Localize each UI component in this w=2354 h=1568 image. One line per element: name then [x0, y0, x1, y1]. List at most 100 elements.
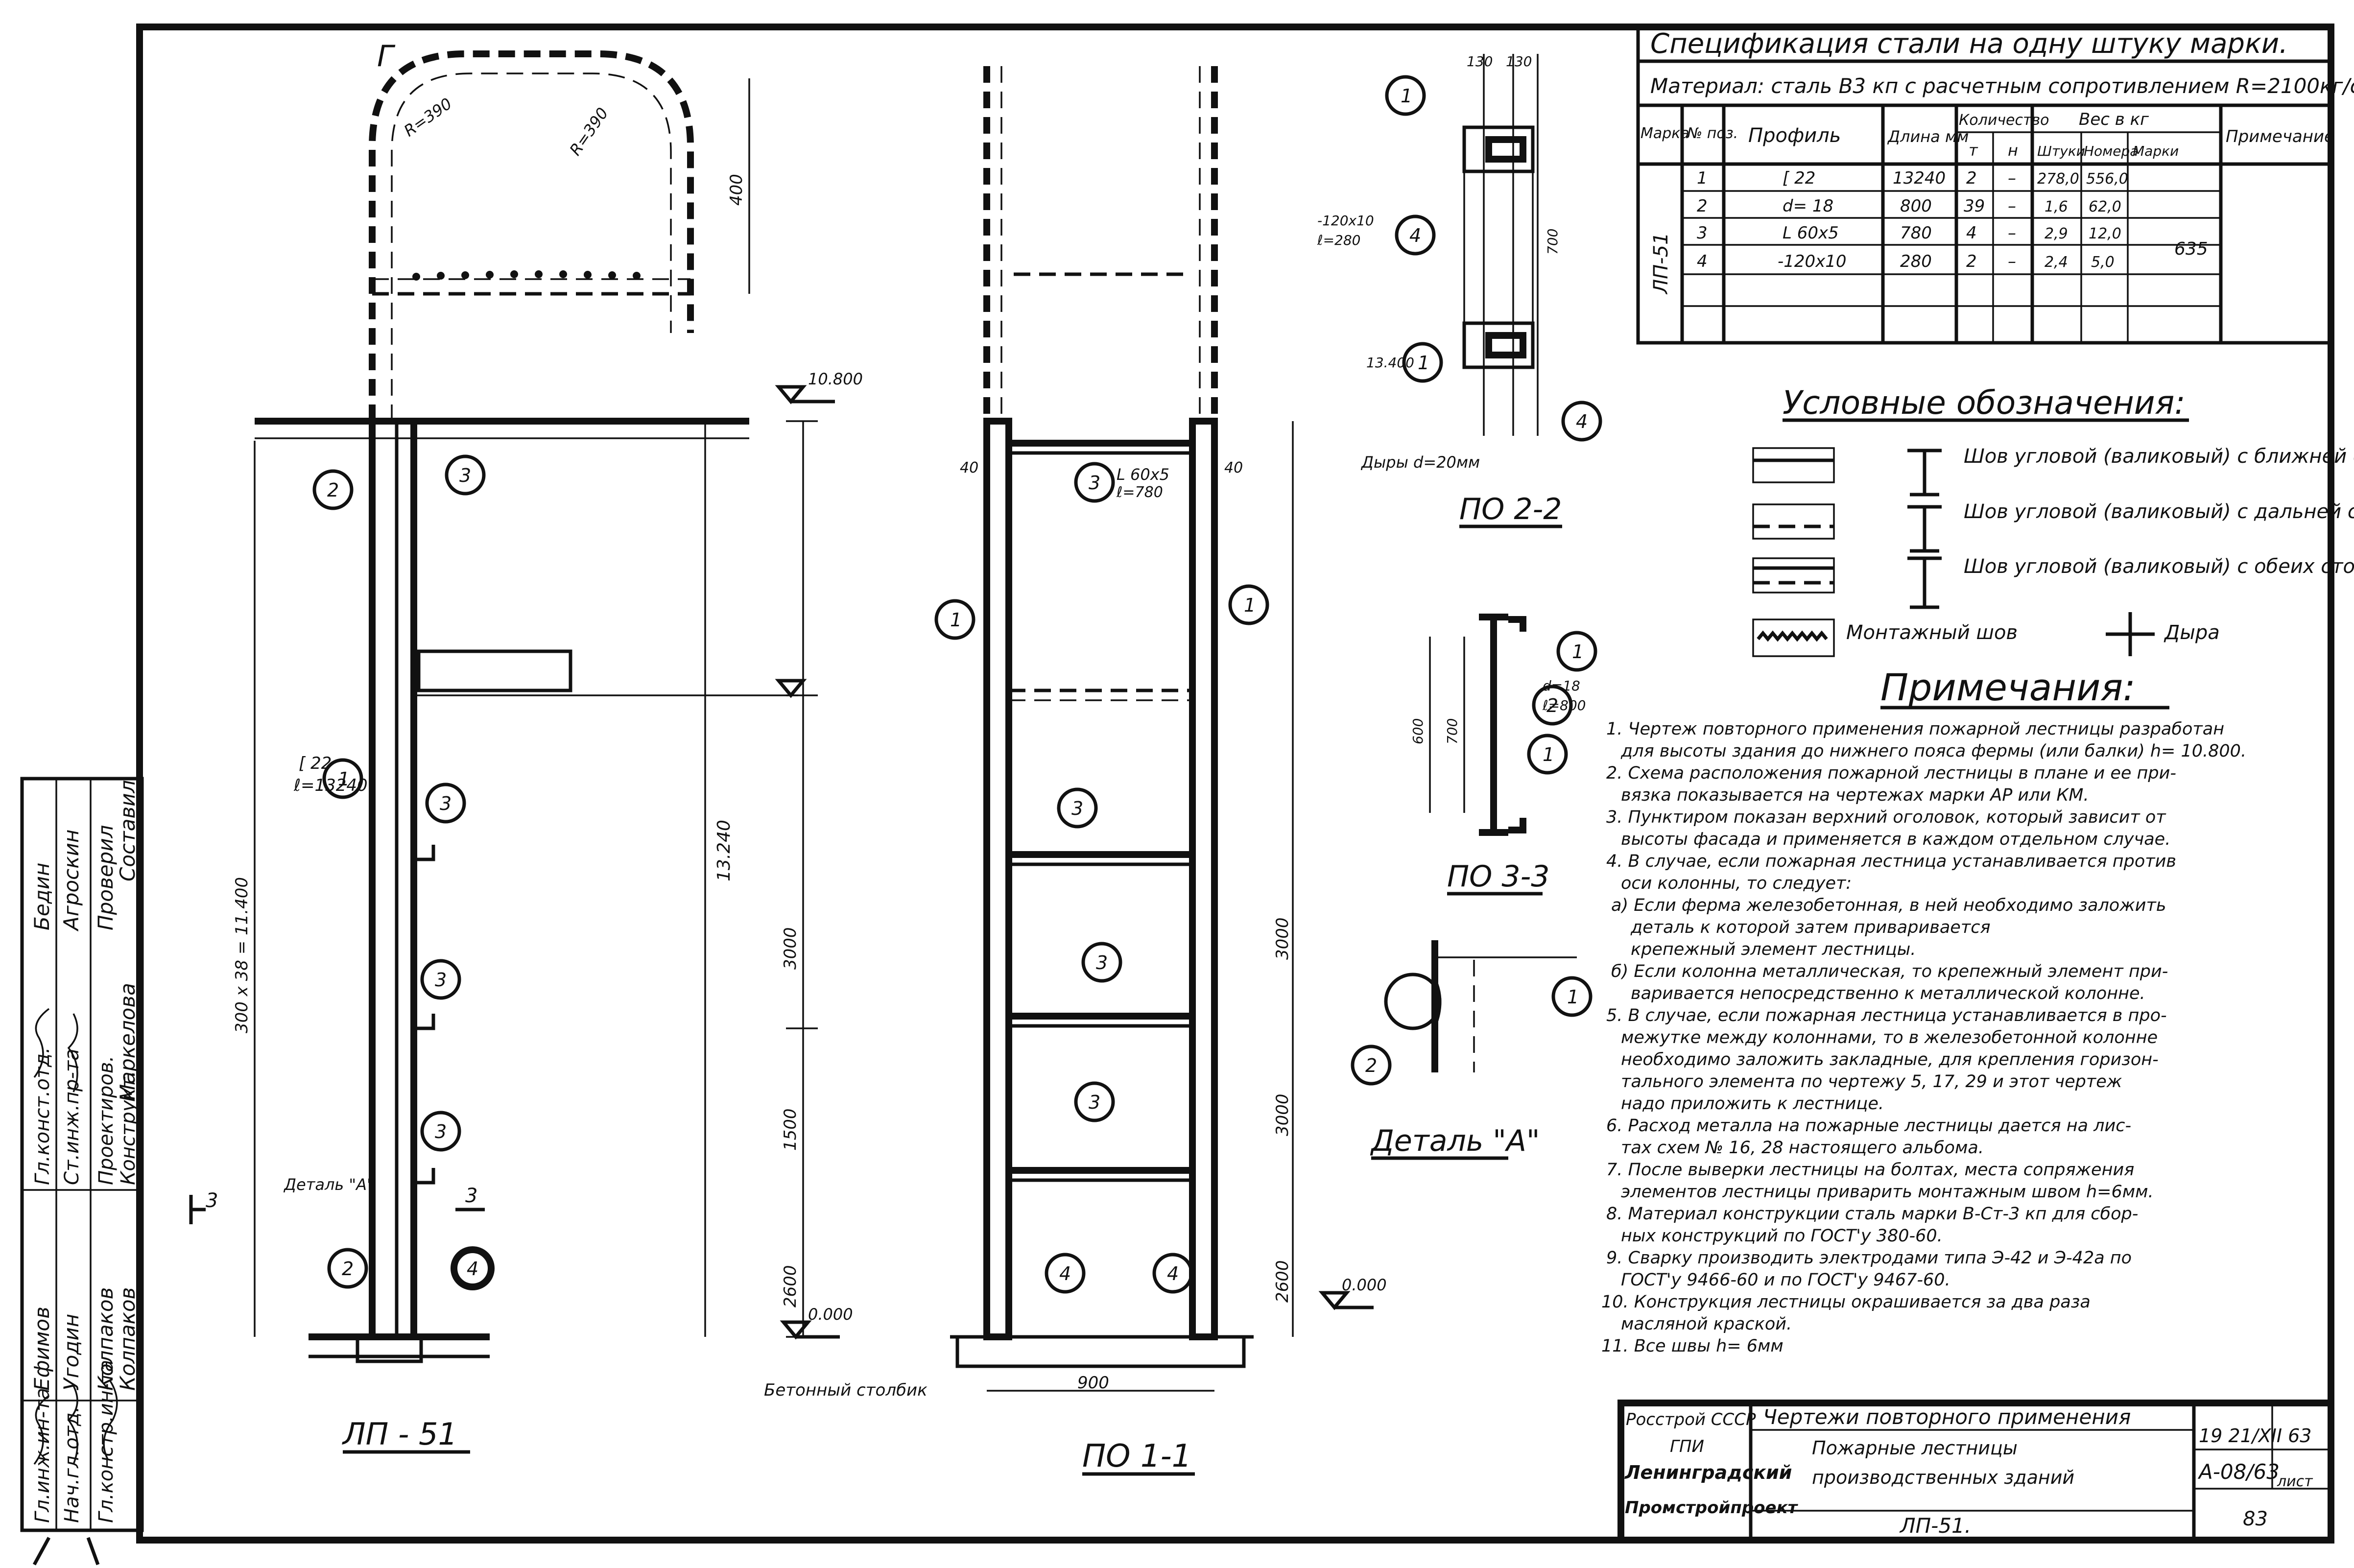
dim-3000: 3000	[781, 927, 800, 970]
svg-text:4: 4	[467, 1258, 478, 1280]
note-line: 3. Пунктиром показан верхний оголовок, к…	[1606, 808, 2166, 827]
view-section-22: 130 130 700 -120х10 ℓ=280 13.400 Дыры d=…	[1317, 53, 1602, 528]
note-line: 10. Конструкция лестницы окрашивается за…	[1601, 1292, 2091, 1312]
svg-text:3: 3	[440, 793, 452, 814]
notes: Примечания: 1. Чертеж повторного примене…	[1601, 665, 2246, 1356]
svg-text:4: 4	[1409, 225, 1421, 246]
stamp-org-4: Промстройпроект	[1625, 1498, 1799, 1518]
dim-head: 400	[727, 174, 746, 206]
svg-text:1: 1	[1543, 744, 1554, 765]
svg-text:3: 3	[435, 969, 447, 991]
elev-bottom: 0.000	[808, 1305, 853, 1324]
svg-text:1: 1	[1418, 352, 1429, 374]
dim-600: 600	[1410, 718, 1426, 744]
notes-title: Примечания:	[1880, 665, 2136, 709]
note-line: необходимо заложить закладные, для крепл…	[1621, 1050, 2159, 1069]
title-block: Росстрой СССР ГПИ Ленинградский Промстро…	[1617, 1400, 2334, 1544]
label-angle-len: ℓ=780	[1116, 484, 1163, 501]
callout-3	[420, 1111, 461, 1152]
stamp-sheet-label: лист	[2277, 1473, 2313, 1490]
sheet-frame	[136, 24, 2334, 1544]
svg-text:1: 1	[1244, 594, 1256, 616]
spec-cell-n: –	[2008, 223, 2016, 243]
dim-700-b: 700	[1444, 718, 1460, 744]
note-line: для высоты здания до нижнего пояса фермы…	[1620, 741, 2246, 761]
callout-1	[1228, 584, 1269, 625]
svg-text:1: 1	[338, 768, 350, 790]
svg-text:1: 1	[1572, 641, 1584, 663]
spec-cell-w-piece: 1,6	[2045, 198, 2068, 215]
spec-mark: ЛП-51	[1650, 233, 1672, 295]
spec-h-w-item: Номера	[2084, 143, 2138, 159]
signature-scribble-2	[33, 1008, 78, 1093]
callout-2	[1532, 685, 1573, 726]
side-role-7: Конструкт.	[117, 1070, 140, 1185]
label-bar-len: ℓ=800	[1542, 697, 1586, 713]
channel-stringer	[369, 418, 417, 1340]
svg-text:2: 2	[342, 1258, 354, 1280]
note-line: 5. В случае, если пожарная лестница уста…	[1606, 1006, 2167, 1025]
stamp-sheet: 83	[2243, 1508, 2268, 1530]
svg-text:3: 3	[1096, 952, 1108, 974]
view-detail-a: 2 1 Деталь "А"	[1351, 940, 1593, 1160]
note-line: 9. Сварку производить электродами типа Э…	[1606, 1248, 2132, 1268]
stamp-org-1: Росстрой СССР	[1626, 1410, 1756, 1429]
view-title-section11: ПО 1-1	[1082, 1438, 1191, 1474]
spec-cell-length: 280	[1900, 252, 1932, 271]
note-line: вязка показывается на чертежах марки АР …	[1621, 785, 2089, 805]
legend-item-2: Шов угловой (валиковый) с дальней сторон…	[1964, 500, 2354, 523]
note-line: межутке между колоннами, то в железобето…	[1621, 1028, 2158, 1047]
stamp-mark: ЛП-51.	[1899, 1514, 1971, 1538]
stamp-title-1: Чертежи повторного применения	[1763, 1405, 2131, 1429]
svg-text:4: 4	[1576, 411, 1588, 432]
spec-cell-length: 800	[1900, 196, 1932, 216]
side-role-4: Гл.конст.отд.	[31, 1047, 54, 1185]
radius-right: R=390	[566, 104, 612, 159]
note-line: 6. Расход металла на пожарные лестницы д…	[1606, 1116, 2131, 1136]
svg-text:3: 3	[1089, 1092, 1100, 1113]
side-role-5: Ст.инж.пр-та	[61, 1048, 83, 1185]
section-mark-top: Г	[377, 39, 396, 73]
spec-h-profile: Профиль	[1748, 124, 1841, 147]
stamp-org-2: ГПИ	[1670, 1437, 1704, 1456]
note-line: элементов лестницы приварить монтажным ш…	[1621, 1182, 2154, 1202]
holes-label: Дыры d=20мм	[1360, 453, 1480, 472]
dim-2600: 2600	[781, 1265, 800, 1307]
side-name-5: Маркелова	[116, 983, 140, 1102]
spec-h-length: Длина мм	[1887, 127, 1969, 146]
svg-text:1: 1	[1401, 85, 1412, 107]
stamp-title-3: производственных зданий	[1812, 1467, 2074, 1488]
spec-cell-t: 2	[1966, 252, 1977, 271]
view-section-33: 600 700 d=18 ℓ=800 1 2 1 ПО 3-3	[1410, 614, 1597, 896]
callout-1	[1527, 734, 1568, 775]
svg-text:1: 1	[950, 609, 962, 631]
callout-3	[445, 454, 486, 496]
spec-cell-w-item: 62,0	[2089, 198, 2121, 215]
spec-cell-t: 2	[1966, 168, 1977, 188]
note-line: тального элемента по чертежу 5, 17, 29 и…	[1621, 1072, 2122, 1092]
stamp-org-3: Ленинградский	[1624, 1462, 1792, 1483]
spec-material: Материал: сталь В3 кп с расчетным сопрот…	[1650, 74, 2354, 98]
spec-cell-t: 4	[1966, 223, 1977, 243]
spec-table: Спецификация стали на одну штуку марки. …	[1636, 25, 2354, 345]
side-check-2: Составил	[116, 780, 140, 881]
spec-h-w-mark: Марки	[2133, 143, 2179, 159]
callout-1	[322, 758, 363, 799]
spec-cell-profile: L 60х5	[1783, 223, 1839, 243]
callout-4	[1561, 401, 1602, 442]
dim-3000-b: 3000	[1273, 1093, 1292, 1136]
spec-mark-total: 635	[2174, 239, 2208, 259]
dim-40-right: 40	[1224, 459, 1243, 476]
dim-total: 13.240	[714, 820, 734, 881]
spec-h-note: Примечание	[2226, 127, 2334, 146]
side-name-2: Угодин	[59, 1314, 83, 1391]
spec-cell-pos: 3	[1697, 223, 1708, 243]
note-line: масляной краской.	[1621, 1314, 1792, 1334]
legend-item-3: Шов угловой (валиковый) с обеих сторон	[1964, 555, 2354, 578]
svg-text:3: 3	[459, 465, 471, 486]
dim-700: 700	[1545, 229, 1561, 255]
hole-symbol	[2106, 612, 2155, 656]
weld-both-symbol	[1752, 556, 1942, 609]
spec-cell-length: 13240	[1893, 168, 1946, 188]
